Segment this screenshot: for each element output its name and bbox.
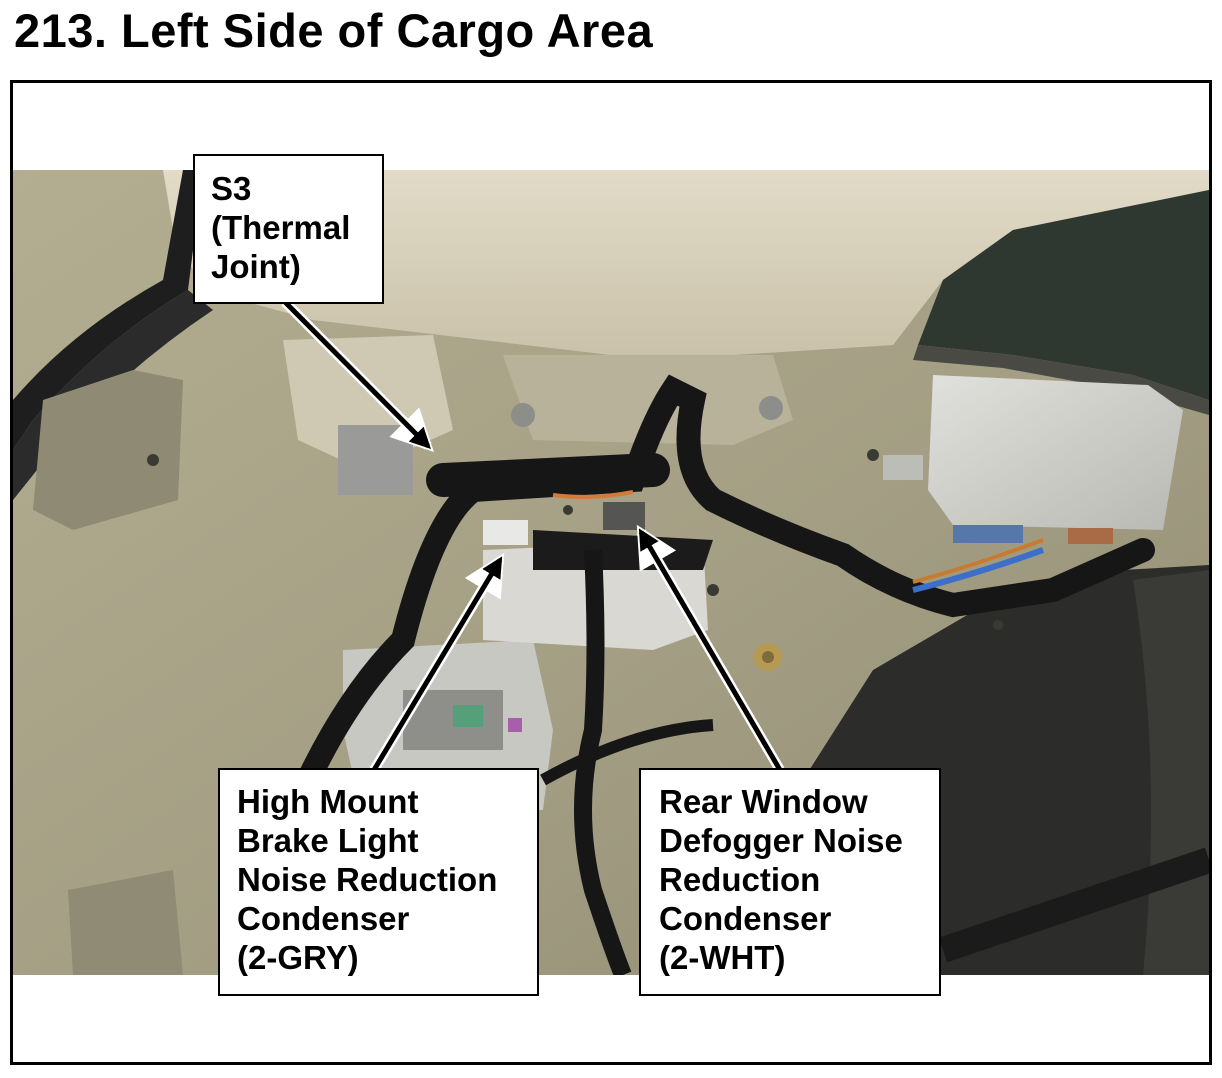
callout-defogger-condenser: Rear Window Defogger Noise Reduction Con…	[639, 768, 941, 996]
callout-line: Reduction	[659, 861, 821, 898]
callout-s3-thermal-joint: S3 (Thermal Joint)	[193, 154, 384, 304]
callout-line: (2-WHT)	[659, 939, 786, 976]
callout-line: (Thermal	[211, 209, 351, 246]
callout-brake-light-condenser: High Mount Brake Light Noise Reduction C…	[218, 768, 539, 996]
page-title: 213. Left Side of Cargo Area	[14, 4, 654, 57]
callout-line: Rear Window	[659, 783, 868, 820]
callout-line: S3	[211, 170, 252, 207]
callout-line: Brake Light	[237, 822, 419, 859]
arrow-brake-light	[369, 552, 505, 773]
arrow-s3	[281, 298, 434, 452]
callout-line: Noise Reduction	[237, 861, 498, 898]
callout-line: Condenser	[659, 900, 832, 937]
callout-line: Defogger Noise	[659, 822, 903, 859]
callout-line: (2-GRY)	[237, 939, 359, 976]
callout-line: Condenser	[237, 900, 410, 937]
arrow-defogger	[636, 524, 785, 773]
callout-line: Joint)	[211, 248, 301, 285]
callout-line: High Mount	[237, 783, 419, 820]
